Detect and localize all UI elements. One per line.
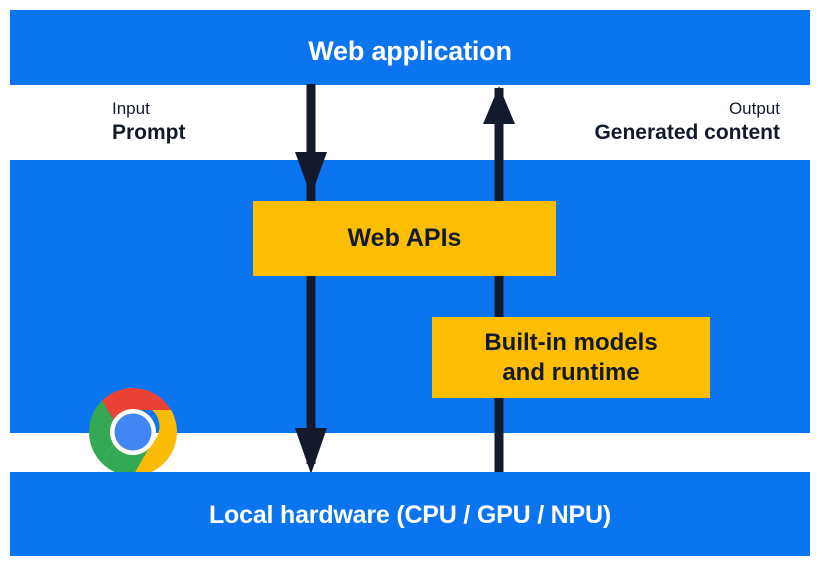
box-built-in-models-label: Built-in models and runtime bbox=[484, 328, 657, 387]
chrome-logo-icon bbox=[89, 388, 177, 476]
band-local-hardware-label: Local hardware (CPU / GPU / NPU) bbox=[208, 501, 611, 529]
band-web-application: Web application bbox=[10, 10, 810, 85]
flow-label-output: Output Generated content bbox=[594, 99, 780, 145]
flow-label-input-value: Prompt bbox=[112, 120, 186, 144]
box-built-in-models[interactable]: Built-in models and runtime bbox=[432, 317, 710, 398]
arrow-up-icon bbox=[483, 86, 515, 476]
arrow-down-icon bbox=[295, 84, 327, 474]
box-web-apis-label: Web APIs bbox=[347, 224, 462, 253]
box-built-in-models-line1: Built-in models bbox=[484, 329, 658, 357]
flow-label-output-caption: Output bbox=[728, 99, 780, 118]
flow-label-input: Input Prompt bbox=[112, 99, 186, 145]
box-built-in-models-line2: and runtime bbox=[502, 358, 640, 386]
band-local-hardware: Local hardware (CPU / GPU / NPU) bbox=[10, 472, 810, 556]
band-web-application-label: Web application bbox=[308, 36, 512, 66]
flow-label-output-value: Generated content bbox=[594, 120, 780, 144]
flow-label-input-caption: Input bbox=[112, 99, 150, 118]
box-web-apis[interactable]: Web APIs bbox=[253, 201, 556, 276]
